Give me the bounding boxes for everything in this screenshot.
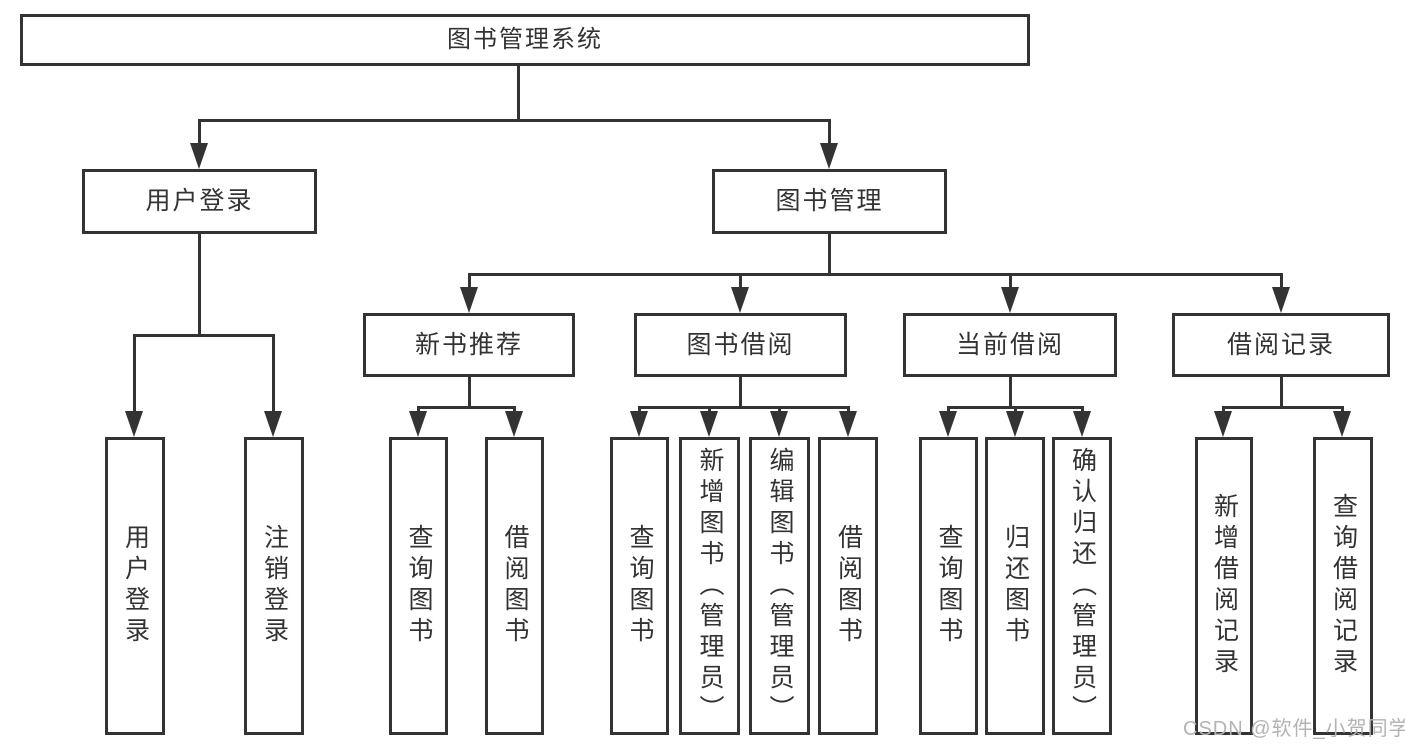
arrow-down-marker: [1272, 287, 1290, 313]
csdn-watermark: CSDN @软件_小贺同学: [1183, 718, 1405, 740]
connector-vline: [517, 66, 520, 122]
box-leaf-edit-books-admin: 编辑图书（管理员）: [749, 437, 810, 735]
connector-vline: [198, 119, 201, 147]
box-leaf-add-borrow-record: 新增借阅记录: [1195, 437, 1253, 735]
box-leaf-borrow-books-recommend: 借阅图书: [485, 437, 544, 735]
arrow-down-marker: [1073, 411, 1091, 437]
arrow-down-marker: [820, 143, 838, 169]
connector-hline: [638, 406, 849, 409]
arrow-down-marker: [409, 411, 427, 437]
box-leaf-query-books-current: 查询图书: [919, 437, 978, 735]
arrow-down-marker: [460, 287, 478, 313]
connector-vline: [198, 234, 201, 337]
connector-vline: [468, 273, 471, 293]
arrow-down-marker: [125, 411, 143, 437]
arrow-down-marker: [1001, 287, 1019, 313]
arrow-down-marker: [700, 411, 718, 437]
connector-hline: [417, 406, 516, 409]
box-leaf-query-books-recommend: 查询图书: [389, 437, 448, 735]
connector-hline: [133, 334, 275, 337]
connector-hline: [468, 273, 1283, 276]
arrow-down-marker: [939, 411, 957, 437]
box-leaf-borrow-books: 借阅图书: [818, 437, 878, 735]
connector-vline: [133, 334, 136, 414]
arrow-down-marker: [264, 411, 282, 437]
arrow-down-marker: [505, 411, 523, 437]
box-leaf-user-login: 用户登录: [105, 437, 165, 735]
box-book-management: 图书管理: [712, 169, 947, 234]
connector-vline: [828, 234, 831, 276]
connector-hline: [1222, 406, 1343, 409]
arrow-down-marker: [630, 411, 648, 437]
arrow-down-marker: [1214, 411, 1232, 437]
box-user-login: 用户登录: [82, 169, 317, 234]
arrow-down-marker: [190, 143, 208, 169]
box-book-borrowing: 图书借阅: [634, 313, 847, 377]
box-leaf-query-books-borrowing: 查询图书: [610, 437, 669, 735]
connector-vline: [1009, 273, 1012, 293]
box-leaf-confirm-return-admin: 确认归还（管理员）: [1052, 437, 1112, 735]
arrow-down-marker: [770, 411, 788, 437]
connector-vline: [1280, 273, 1283, 293]
arrow-down-marker: [1006, 411, 1024, 437]
connector-vline: [468, 377, 471, 409]
box-leaf-query-borrow-record: 查询借阅记录: [1313, 437, 1373, 735]
box-new-book-recommendation: 新书推荐: [363, 313, 575, 377]
connector-vline: [828, 119, 831, 147]
box-leaf-add-books-admin: 新增图书（管理员）: [679, 437, 740, 735]
connector-vline: [739, 273, 742, 293]
connector-hline: [198, 119, 831, 122]
box-borrowing-records: 借阅记录: [1172, 313, 1390, 377]
arrow-down-marker: [839, 411, 857, 437]
arrow-down-marker: [731, 287, 749, 313]
box-leaf-return-books: 归还图书: [985, 437, 1045, 735]
arrow-down-marker: [1333, 411, 1351, 437]
box-leaf-logout: 注销登录: [244, 437, 304, 735]
connector-vline: [739, 377, 742, 409]
connector-vline: [1280, 377, 1283, 409]
box-library-management-system: 图书管理系统: [20, 14, 1030, 66]
box-current-borrowing: 当前借阅: [903, 313, 1117, 377]
connector-vline: [272, 334, 275, 414]
connector-vline: [1009, 377, 1012, 409]
